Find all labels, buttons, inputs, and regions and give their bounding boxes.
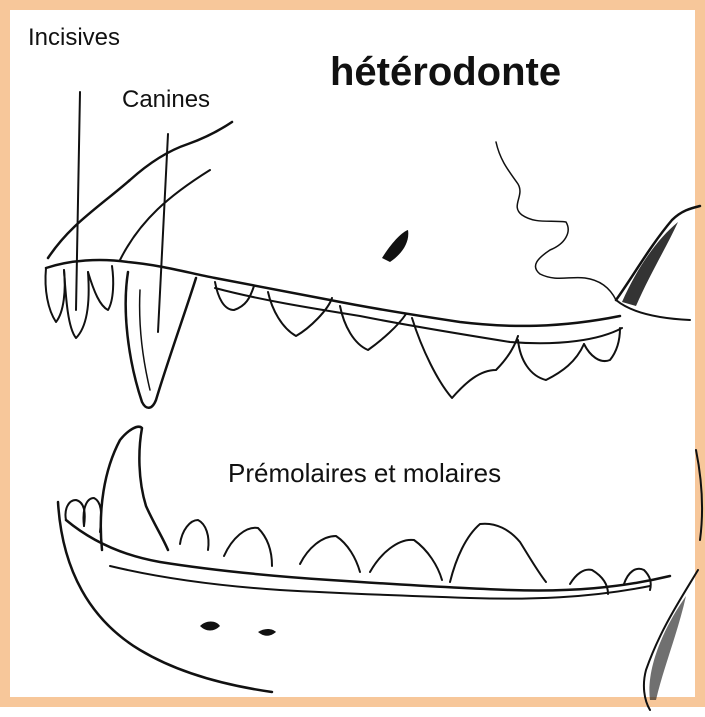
incisives-label: Incisives bbox=[28, 24, 120, 52]
foramen-mark-2 bbox=[258, 629, 276, 636]
jaw-illustration bbox=[10, 10, 705, 717]
lower-jaw-back bbox=[696, 450, 702, 540]
upper-molar-2 bbox=[584, 328, 620, 361]
upper-incisor-3 bbox=[88, 266, 113, 310]
lower-premolar-4 bbox=[370, 540, 442, 580]
upper-incisor-1 bbox=[45, 268, 64, 322]
lower-canine bbox=[101, 427, 168, 550]
eye-socket-mark bbox=[382, 230, 408, 262]
lower-premolar-2 bbox=[224, 528, 272, 566]
incisives-leader-line bbox=[76, 92, 80, 310]
upper-snout-outline bbox=[48, 122, 232, 258]
lower-premolar-3 bbox=[300, 536, 360, 572]
lower-premolar-1 bbox=[180, 520, 209, 550]
skull-crack-line bbox=[496, 142, 616, 300]
lower-carnassial bbox=[450, 524, 546, 582]
skull-shade bbox=[622, 222, 678, 306]
foramen-mark-1 bbox=[200, 622, 220, 631]
lower-jaw-outline bbox=[58, 502, 272, 692]
premolars-molars-label: Prémolaires et molaires bbox=[228, 458, 501, 489]
upper-canine-inner bbox=[140, 290, 150, 390]
upper-molar-1 bbox=[518, 340, 584, 380]
figure-title: hétérodonte bbox=[330, 50, 561, 95]
upper-carnassial bbox=[412, 318, 518, 398]
canines-label: Canines bbox=[122, 86, 210, 114]
canines-leader-line bbox=[158, 134, 168, 332]
lower-gum-line bbox=[66, 520, 670, 590]
upper-gum-line bbox=[46, 260, 620, 326]
lower-incisor-2 bbox=[83, 498, 101, 532]
